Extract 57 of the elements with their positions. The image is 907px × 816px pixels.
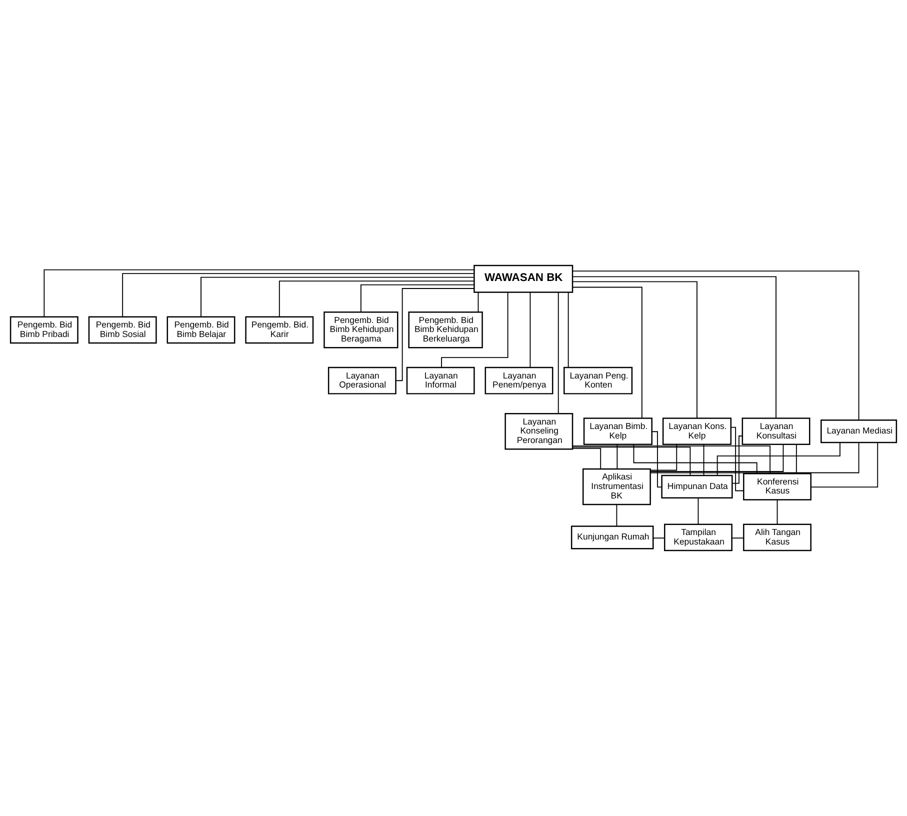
node-box: Layanan Konsultasi — [742, 418, 810, 446]
connector — [478, 292, 479, 312]
connector — [616, 504, 618, 527]
node-box: Layanan Penem/penya — [484, 366, 554, 394]
connector — [776, 500, 778, 525]
connector — [732, 538, 744, 539]
connector — [441, 292, 508, 368]
connector — [572, 286, 642, 419]
connector — [650, 444, 678, 471]
connector — [572, 281, 698, 419]
node-box: Layanan Operasional — [328, 366, 396, 394]
connector — [44, 269, 475, 318]
node-box: Pengemb. Bid Bimb Kehidupan Beragama — [324, 312, 398, 348]
connector — [633, 444, 758, 474]
connector — [572, 446, 770, 474]
node-box: Tampilan Kepustakaan — [664, 524, 732, 552]
connector — [572, 448, 602, 470]
node-box: Layanan Informal — [406, 366, 475, 394]
node-box: Aplikasi Instrumentasi BK — [582, 468, 651, 506]
connector — [395, 288, 475, 382]
node-box: Pengemb. Bid Bimb Belajar — [166, 316, 236, 344]
connector — [698, 498, 699, 525]
connector — [558, 292, 559, 414]
connector — [732, 436, 743, 484]
node-box: Himpunan Data — [661, 474, 733, 499]
node-box: Layanan Konseling Perorangan — [504, 412, 574, 450]
connector — [703, 444, 704, 476]
node-box: Layanan Peng. Konten — [564, 366, 633, 394]
node-box: Layanan Mediasi — [820, 420, 898, 444]
node-box: WAWASAN BK — [474, 264, 574, 293]
connector — [730, 426, 744, 492]
connector — [200, 276, 475, 318]
node-box: Alih Tangan Kasus — [743, 524, 812, 552]
node-box: Pengemb. Bid Bimb Kehidupan Berkeluarga — [408, 312, 483, 348]
connector — [796, 444, 797, 474]
connector — [530, 292, 531, 368]
node-box: Kunjungan Rumah — [570, 526, 654, 550]
connector — [122, 273, 474, 318]
node-box: Layanan Bimb. Kelp — [583, 418, 652, 446]
connector — [568, 292, 569, 368]
node-box: Pengemb. Bid Bimb Sosial — [88, 316, 157, 344]
node-box: Layanan Kons. Kelp — [662, 418, 732, 446]
connector — [616, 444, 618, 470]
connector — [572, 446, 691, 476]
node-box: Konferensi Kasus — [743, 473, 812, 500]
connector — [278, 280, 474, 318]
connector — [650, 442, 860, 474]
connector — [572, 276, 776, 419]
connector — [360, 284, 475, 313]
connector — [716, 442, 840, 476]
node-box: Pengemb. Bid. Karir — [245, 316, 314, 344]
connector — [810, 442, 878, 488]
connector — [652, 431, 662, 488]
connector — [650, 444, 784, 472]
connector — [572, 270, 860, 421]
connector — [652, 538, 665, 539]
node-box: Pengemb. Bid Bimb Pribadi — [10, 316, 78, 344]
